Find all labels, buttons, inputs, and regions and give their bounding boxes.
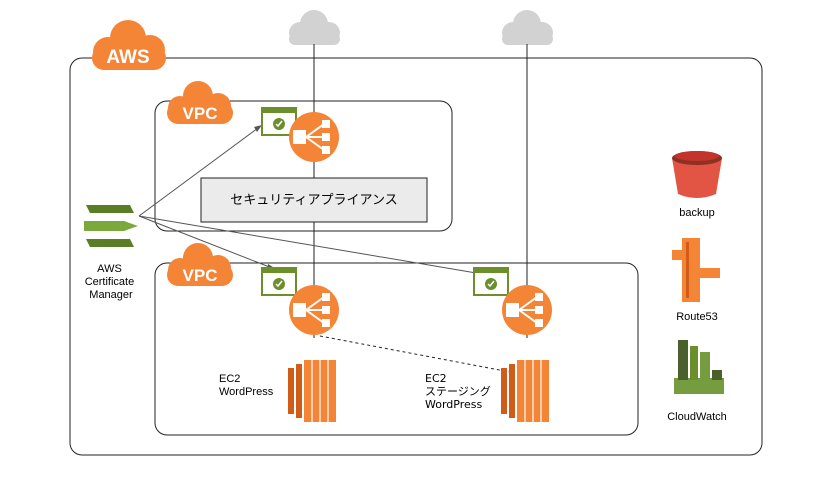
internet-cloud-icon xyxy=(502,10,553,45)
cloudwatch-label: CloudWatch xyxy=(667,411,727,423)
ec2-instance-icon xyxy=(288,360,336,422)
vpc-top-label: VPC xyxy=(183,104,218,123)
load-balancer-icon xyxy=(502,285,552,335)
vpc-bottom-boundary xyxy=(154,262,639,436)
security-appliance-box xyxy=(200,177,428,223)
ec2-instance-icon xyxy=(501,360,549,422)
certificate-icon xyxy=(261,267,297,296)
load-balancer-icon xyxy=(289,112,339,162)
vpc-bottom-cloud-label xyxy=(167,243,233,286)
cloudwatch-icon xyxy=(674,340,724,394)
ec2-staging-label: EC2 ステージング WordPress xyxy=(425,372,494,411)
vpc-top-boundary xyxy=(154,100,453,232)
route53-icon xyxy=(672,238,720,302)
vpc-bottom-label: VPC xyxy=(183,266,218,285)
acm-arrows xyxy=(138,127,483,275)
route53-label: Route53 xyxy=(676,311,718,323)
s3-bucket-icon xyxy=(672,151,722,198)
aws-boundary xyxy=(69,57,763,456)
aws-label: AWS xyxy=(106,47,149,68)
security-appliance-label: セキュリティアプライアンス xyxy=(230,193,397,208)
s3-label: backup xyxy=(679,207,714,219)
aws-cloud-label xyxy=(92,20,166,70)
ec2-wordpress-label: EC2 WordPress xyxy=(219,373,274,398)
certificate-icon xyxy=(473,267,509,296)
internet-cloud-icon xyxy=(289,10,340,45)
replication-dashed-line xyxy=(319,335,511,373)
vpc-top-cloud-label xyxy=(167,81,233,124)
acm-icon xyxy=(84,205,138,247)
acm-label: AWS Certificate Manager xyxy=(85,263,138,301)
load-balancer-icon xyxy=(289,285,339,335)
